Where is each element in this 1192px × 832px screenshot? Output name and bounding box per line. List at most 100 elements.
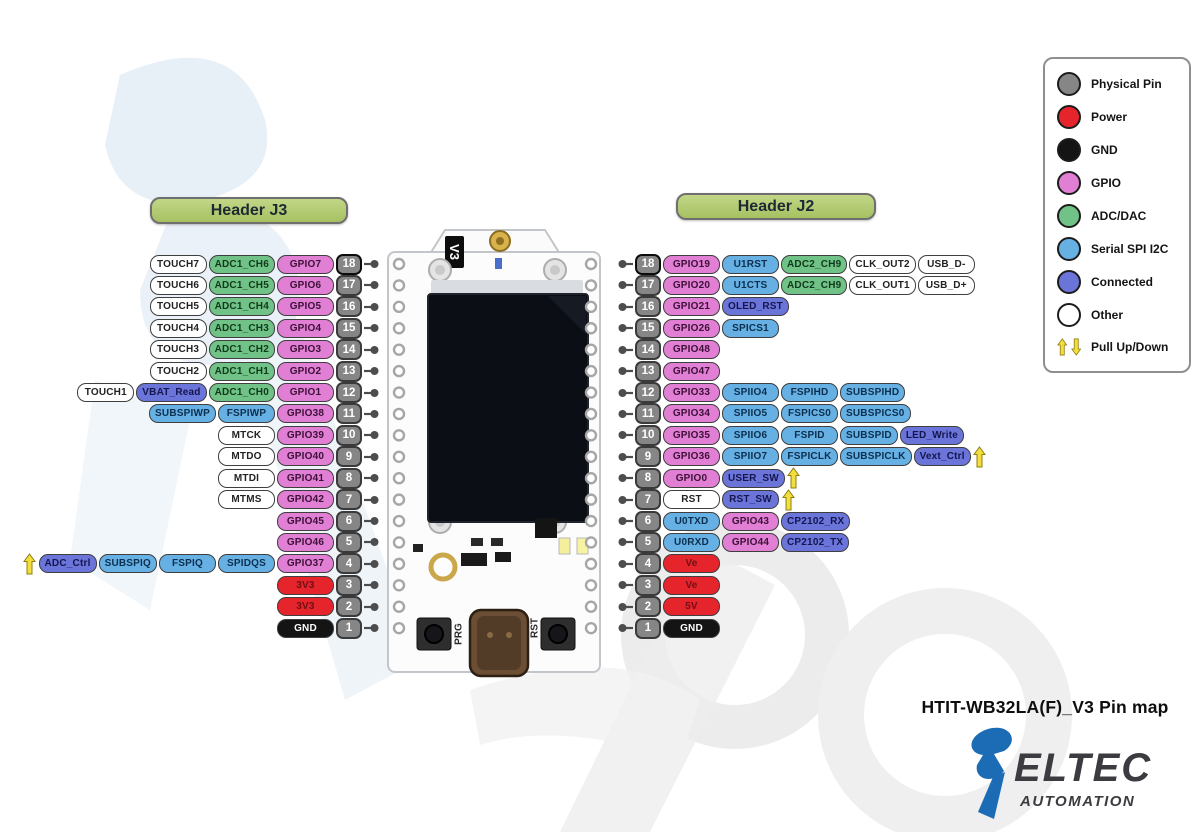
legend-swatch-power-icon <box>1057 105 1081 129</box>
pin-label-adc2-ch9: ADC2_CH9 <box>781 275 848 295</box>
board-photo: V3 <box>387 229 601 678</box>
pin-connector-line <box>364 495 379 504</box>
legend-swatch-connected-icon <box>1057 270 1081 294</box>
pin-label-touch1: TOUCH1 <box>77 383 135 403</box>
pin-connector-line <box>618 409 633 418</box>
physical-pin-14-left: 14 <box>336 339 362 361</box>
pin-label-gpio47: GPIO47 <box>663 361 720 381</box>
physical-pin-8-left: 8 <box>336 467 362 489</box>
pin-label-fspics0: FSPICS0 <box>781 404 838 424</box>
pin-connector-line <box>618 602 633 611</box>
physical-pin-7-right: 7 <box>635 489 661 511</box>
physical-pin-16-right: 16 <box>635 296 661 318</box>
mounting-hole-gold <box>428 552 458 582</box>
pin-connector-line <box>364 538 379 547</box>
pin-connector-line <box>364 517 379 526</box>
physical-pin-8-right: 8 <box>635 467 661 489</box>
legend-item-power: Power <box>1057 105 1177 129</box>
pin-label-subspiq: SUBSPIQ <box>98 554 157 574</box>
pin-label-fspiq: FSPIQ <box>159 554 216 574</box>
physical-pin-2-left: 2 <box>336 596 362 618</box>
pin-label-clk-out1: CLK_OUT1 <box>849 275 916 295</box>
header-j2-title: Header J2 <box>676 193 876 220</box>
legend-item-adc-dac: ADC/DAC <box>1057 204 1177 228</box>
pin-connector-line <box>364 324 379 333</box>
heltec-flame-tail <box>978 772 1005 819</box>
pin-label-adc1-ch6: ADC1_CH6 <box>208 254 275 274</box>
pin-label-ve: Ve <box>663 575 720 595</box>
physical-pin-2-right: 2 <box>635 596 661 618</box>
board-version-label: V3 <box>447 244 462 260</box>
pull-up-arrow-icon <box>973 445 987 468</box>
pin-label-gpio42: GPIO42 <box>277 490 334 510</box>
physical-pin-3-left: 3 <box>336 574 362 596</box>
version-sticker <box>445 236 464 268</box>
pin-connector-line <box>364 281 379 290</box>
physical-pin-16-left: 16 <box>336 296 362 318</box>
pin-label-gpio19: GPIO19 <box>663 254 720 274</box>
legend-item-connected: Connected <box>1057 270 1177 294</box>
pin-label-user-sw: USER_SW <box>722 468 785 488</box>
physical-pin-18-left: 18 <box>336 253 362 275</box>
pin-label-gpio33: GPIO33 <box>663 383 720 403</box>
pin-label-touch3: TOUCH3 <box>149 340 207 360</box>
pin-connector-line <box>364 581 379 590</box>
pin-label-gpio40: GPIO40 <box>277 447 334 467</box>
legend-swatch-serial-icon <box>1057 237 1081 261</box>
pin-label-touch5: TOUCH5 <box>149 297 207 317</box>
pin-label-u0txd: U0TXD <box>663 511 720 531</box>
pin-connector-line <box>364 452 379 461</box>
pin-label-gpio46: GPIO46 <box>277 532 334 552</box>
physical-pin-1-left: 1 <box>336 617 362 639</box>
pin-connector-line <box>364 559 379 568</box>
pin-label-usb-d: USB_D+ <box>917 275 975 295</box>
physical-pin-13-left: 13 <box>336 360 362 382</box>
ufl-antenna-pin <box>496 237 504 245</box>
physical-pin-11-right: 11 <box>635 403 661 425</box>
physical-pin-13-right: 13 <box>635 360 661 382</box>
pin-label-3v3: 3V3 <box>277 597 334 617</box>
pin-label-subspihd: SUBSPIHD <box>840 383 906 403</box>
physical-pin-15-left: 15 <box>336 317 362 339</box>
pin-connector-line <box>364 260 379 268</box>
pin-label-5v: 5V <box>663 597 720 617</box>
pin-connector-line <box>618 538 633 547</box>
pin-label-gpio26: GPIO26 <box>663 318 720 338</box>
header-j3-title: Header J3 <box>150 197 348 224</box>
pin-label-gpio5: GPIO5 <box>277 297 334 317</box>
legend-swatch-adc-icon <box>1057 204 1081 228</box>
legend-item-gnd: GND <box>1057 138 1177 162</box>
legend-item-other: Other <box>1057 303 1177 327</box>
pin-label-adc1-ch4: ADC1_CH4 <box>208 297 275 317</box>
pin-connector-line <box>364 474 379 483</box>
pin-label-rst-sw: RST_SW <box>722 490 779 510</box>
pin-label-fspiwp: FSPIWP <box>218 404 275 424</box>
pin-connector-line <box>364 602 379 611</box>
pin-label-gpio44: GPIO44 <box>722 532 779 552</box>
pin-label-adc1-ch2: ADC1_CH2 <box>208 340 275 360</box>
physical-pin-12-left: 12 <box>336 382 362 404</box>
pin-connector-line <box>364 409 379 418</box>
pin-label-fspiclk: FSPICLK <box>781 447 838 467</box>
pin-connector-line <box>618 260 633 268</box>
pin-label-subspid: SUBSPID <box>840 425 898 445</box>
pin-label-spiio4: SPIIO4 <box>722 383 779 403</box>
legend-item-serial-spi-i2c: Serial SPI I2C <box>1057 237 1177 261</box>
